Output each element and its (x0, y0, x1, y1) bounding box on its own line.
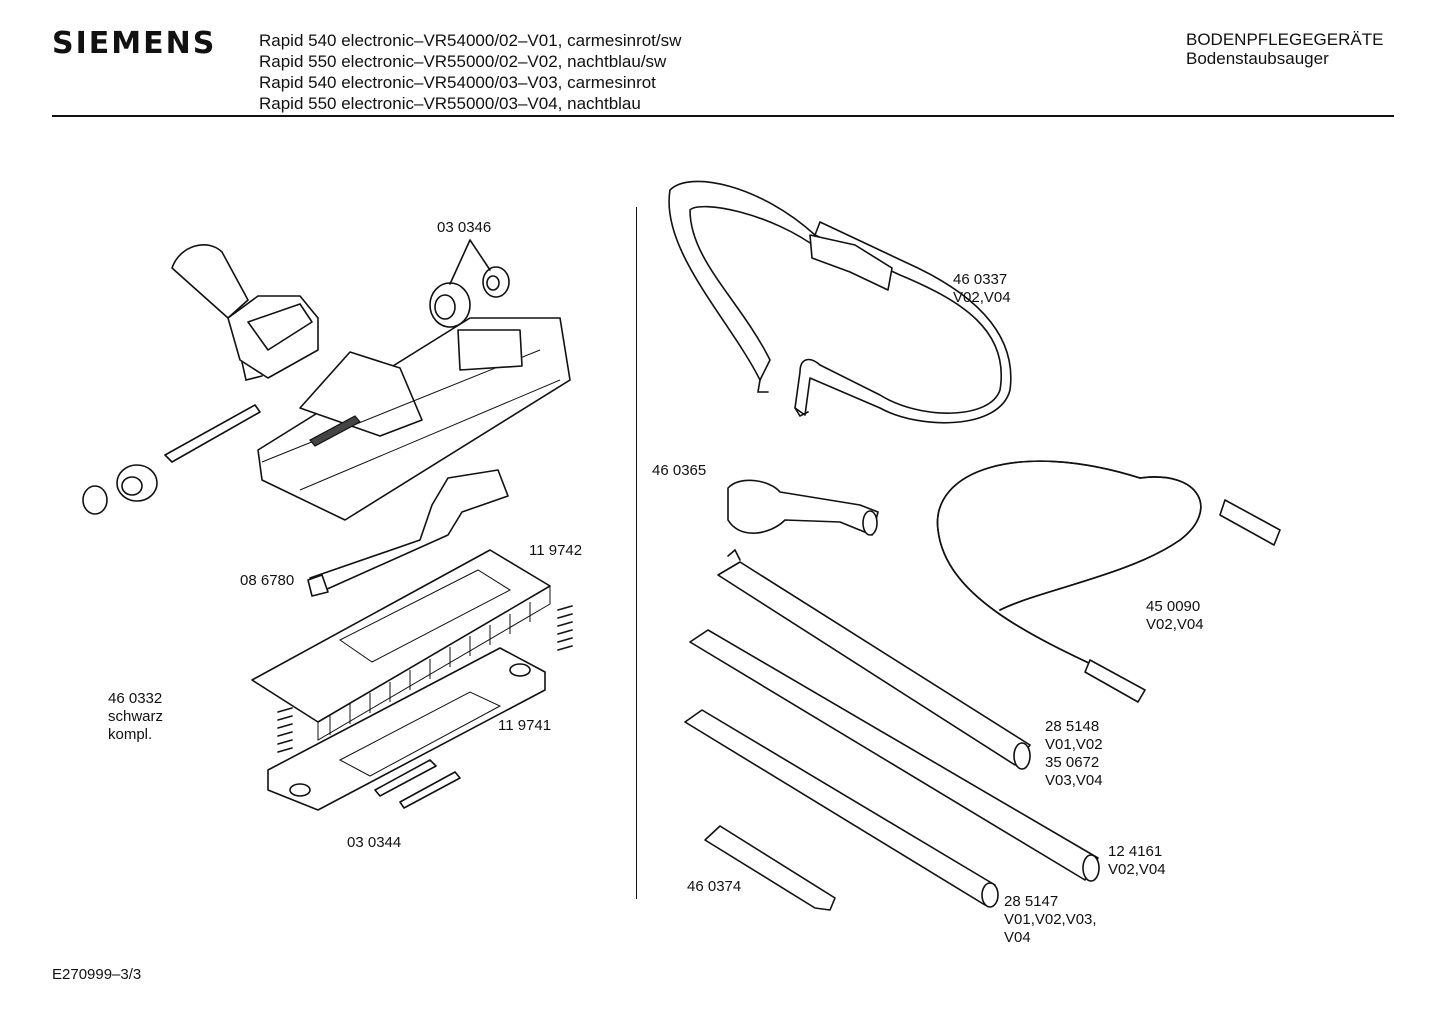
part-label: 45 0090 V02,V04 (1146, 598, 1204, 634)
floor-nozzle-part (257, 317, 571, 521)
part-number: 28 5147 (1004, 893, 1059, 910)
part-number: 12 4161 (1108, 843, 1163, 860)
part-label: 12 4161 V02,V04 (1108, 843, 1166, 879)
part-label: 46 0337 V02,V04 (953, 271, 1011, 307)
part-label: 03 0346 (437, 219, 492, 236)
lever-part (307, 469, 509, 597)
spring-part (277, 605, 573, 753)
tube-part (689, 629, 1100, 882)
part-variant: V04 (1004, 929, 1031, 946)
header-rule (52, 115, 1394, 117)
crevice-tool-part (704, 825, 836, 911)
part-number: 28 5148 (1045, 718, 1100, 735)
part-number: 45 0090 (1146, 598, 1201, 615)
part-number: 35 0672 (1045, 754, 1100, 771)
part-label: 03 0344 (347, 834, 402, 851)
part-variant: V03,V04 (1045, 772, 1103, 789)
model-line: Rapid 550 electronic–VR55000/02–V02, nac… (259, 52, 667, 71)
center-divider (636, 207, 637, 899)
sole-plate-part (267, 647, 546, 811)
category-block: BODENPFLEGEGERÄTE Bodenstaubsauger (1186, 30, 1383, 68)
axle-part (82, 404, 261, 515)
category-title: BODENPFLEGEGERÄTE (1186, 30, 1384, 49)
model-line: Rapid 540 electronic–VR54000/03–V03, car… (259, 73, 656, 92)
part-note: kompl. (108, 726, 153, 743)
hose-part (936, 460, 1281, 703)
part-variant: V01,V02,V03, (1004, 911, 1097, 928)
part-note: schwarz (108, 708, 164, 725)
part-label: 28 5148 V01,V02 35 0672 V03,V04 (1045, 718, 1103, 790)
telescopic-tube-part (717, 548, 1031, 770)
bent-tube-part (727, 479, 879, 536)
model-line: Rapid 550 electronic–VR55000/03–V04, nac… (259, 94, 641, 113)
part-label: 46 0332 schwarz kompl. (108, 690, 163, 744)
part-label: 46 0374 (687, 878, 742, 895)
part-label: 11 9742 (529, 542, 583, 559)
brand-logo: SIEMENS (52, 26, 217, 61)
part-label: 28 5147 V01,V02,V03, V04 (1004, 893, 1097, 947)
frame-part (251, 549, 551, 741)
part-variant: V02,V04 (953, 289, 1011, 306)
part-variant: V02,V04 (1146, 616, 1204, 633)
part-label: 46 0365 (652, 462, 707, 479)
strap-part (668, 180, 1012, 424)
part-variant: V02,V04 (1108, 861, 1166, 878)
document-id: E270999–3/3 (52, 966, 142, 983)
model-list: Rapid 540 electronic–VR54000/02–V01, car… (259, 30, 681, 114)
wheel-part (429, 239, 510, 328)
tube-part-short (684, 709, 999, 908)
model-line: Rapid 540 electronic–VR54000/02–V01, car… (259, 31, 682, 50)
part-label: 11 9741 (498, 717, 552, 734)
category-subtitle: Bodenstaubsauger (1186, 49, 1329, 68)
part-number: 46 0332 (108, 690, 163, 707)
part-label: 08 6780 (240, 572, 295, 589)
hose-adapter-part (171, 244, 319, 381)
part-number: 46 0337 (953, 271, 1008, 288)
part-variant: V01,V02 (1045, 736, 1103, 753)
strip-part (374, 759, 461, 809)
